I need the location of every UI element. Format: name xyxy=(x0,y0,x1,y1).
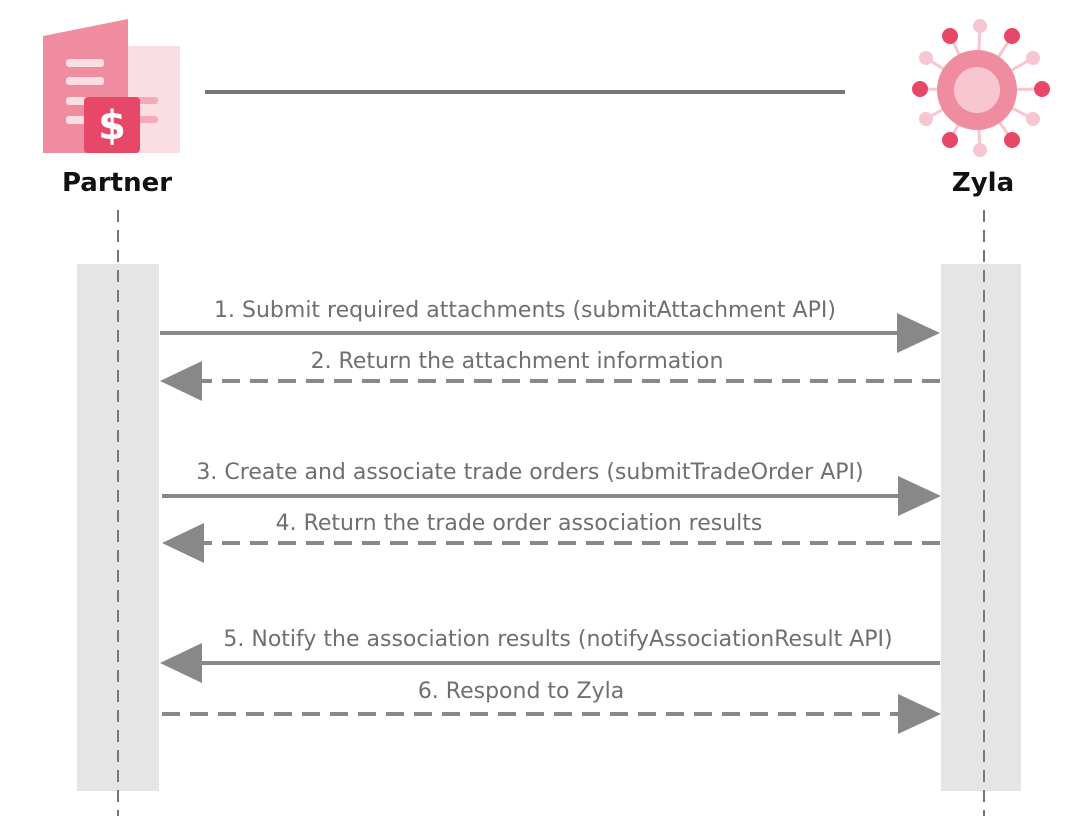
message-5-arrowhead xyxy=(160,643,202,683)
partner-building-dollar-icon: $ xyxy=(43,19,180,153)
message-4: 4. Return the trade order association re… xyxy=(162,511,940,563)
zyla-activation-bar xyxy=(941,264,1021,791)
zyla-network-hub-icon xyxy=(912,19,1050,157)
message-1: 1. Submit required attachments (submitAt… xyxy=(160,298,940,353)
message-4-label: 4. Return the trade order association re… xyxy=(276,511,763,536)
message-2-label: 2. Return the attachment information xyxy=(311,349,724,374)
message-3-label: 3. Create and associate trade orders (su… xyxy=(196,460,863,485)
message-6: 6. Respond to Zyla xyxy=(162,679,941,734)
message-1-label: 1. Submit required attachments (submitAt… xyxy=(214,298,836,323)
message-6-label: 6. Respond to Zyla xyxy=(418,679,624,704)
svg-text:$: $ xyxy=(98,103,126,149)
message-4-arrowhead xyxy=(162,523,204,563)
message-2: 2. Return the attachment information xyxy=(160,349,940,401)
zyla-label: Zyla xyxy=(952,168,1014,198)
message-1-arrowhead xyxy=(897,313,940,353)
message-5: 5. Notify the association results (notif… xyxy=(160,627,940,683)
partner-label: Partner xyxy=(62,168,172,198)
message-3-arrowhead xyxy=(898,476,941,516)
message-5-label: 5. Notify the association results (notif… xyxy=(223,627,892,652)
message-3: 3. Create and associate trade orders (su… xyxy=(162,460,941,516)
message-6-arrowhead xyxy=(898,694,941,734)
message-2-arrowhead xyxy=(160,361,202,401)
